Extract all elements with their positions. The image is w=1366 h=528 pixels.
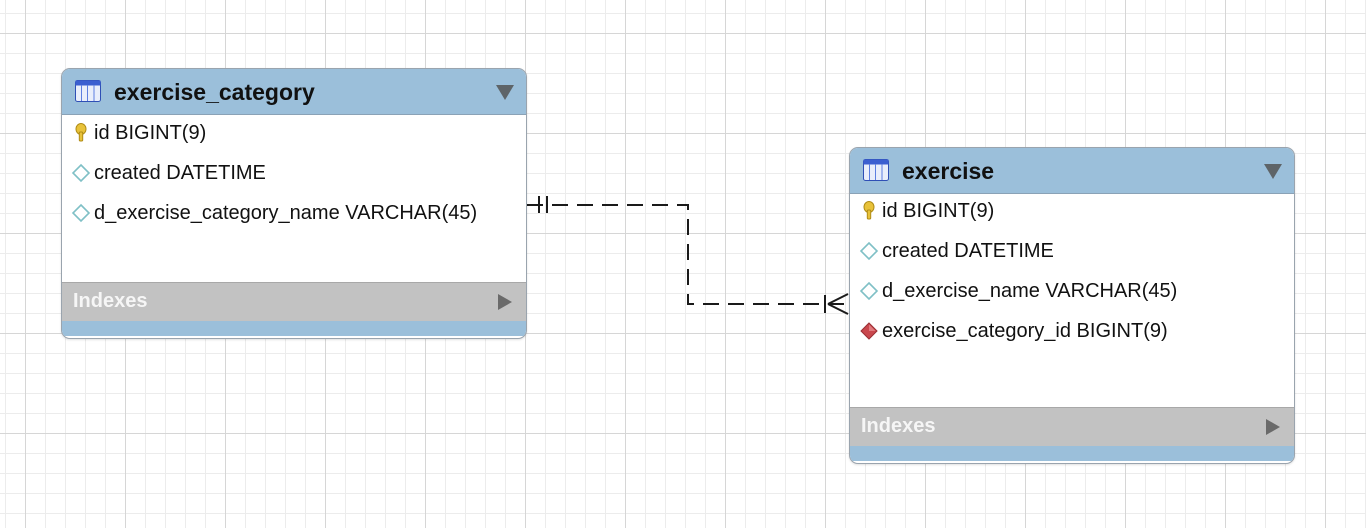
collapse-triangle-icon[interactable]	[496, 85, 514, 100]
table-icon	[863, 159, 889, 181]
column-label: exercise_category_id BIGINT(9)	[882, 320, 1168, 342]
table-icon	[75, 80, 101, 102]
column-row[interactable]: d_exercise_category_name VARCHAR(45)	[62, 193, 477, 233]
indexes-label: Indexes	[73, 290, 148, 312]
relationship-line	[527, 204, 848, 305]
column-row[interactable]: id BIGINT(9)	[850, 191, 994, 231]
crowfoot-upper	[827, 293, 849, 305]
table-title: exercise_category	[114, 79, 315, 105]
column-label: id BIGINT(9)	[94, 122, 207, 144]
indexes-label: Indexes	[861, 415, 936, 437]
table-exercise[interactable]: exercise id BIGINT(9) created DATETIME	[849, 147, 1295, 464]
table-footer	[850, 446, 1294, 461]
indexes-section[interactable]: Indexes	[62, 282, 526, 321]
table-header[interactable]: exercise_category	[62, 69, 526, 115]
column-list: id BIGINT(9) created DATETIME d_exercise…	[62, 115, 526, 282]
table-exercise-category[interactable]: exercise_category id BIGINT(9) created D…	[61, 68, 527, 339]
indexes-section[interactable]: Indexes	[850, 407, 1294, 446]
column-label: d_exercise_name VARCHAR(45)	[882, 280, 1178, 302]
column-diamond-icon	[859, 281, 879, 301]
table-footer	[62, 321, 526, 336]
expand-triangle-icon[interactable]	[1266, 419, 1280, 435]
column-row[interactable]: d_exercise_name VARCHAR(45)	[850, 271, 1177, 311]
primary-key-icon	[859, 201, 879, 221]
expand-triangle-icon[interactable]	[498, 294, 512, 310]
column-label: created DATETIME	[882, 240, 1054, 262]
collapse-triangle-icon[interactable]	[1264, 164, 1282, 179]
column-diamond-icon	[71, 203, 91, 223]
column-label: d_exercise_category_name VARCHAR(45)	[94, 202, 478, 224]
foreign-key-diamond-icon	[859, 321, 879, 341]
column-diamond-icon	[71, 163, 91, 183]
column-row[interactable]: exercise_category_id BIGINT(9)	[850, 311, 1168, 351]
crowfoot-lower	[827, 303, 849, 315]
column-diamond-icon	[859, 241, 879, 261]
column-row[interactable]: created DATETIME	[62, 153, 266, 193]
column-list: id BIGINT(9) created DATETIME d_exercise…	[850, 194, 1294, 407]
table-header[interactable]: exercise	[850, 148, 1294, 194]
primary-key-icon	[71, 123, 91, 143]
column-label: id BIGINT(9)	[882, 200, 995, 222]
column-label: created DATETIME	[94, 162, 266, 184]
column-row[interactable]: id BIGINT(9)	[62, 113, 206, 153]
table-title: exercise	[902, 158, 995, 184]
column-row[interactable]: created DATETIME	[850, 231, 1054, 271]
